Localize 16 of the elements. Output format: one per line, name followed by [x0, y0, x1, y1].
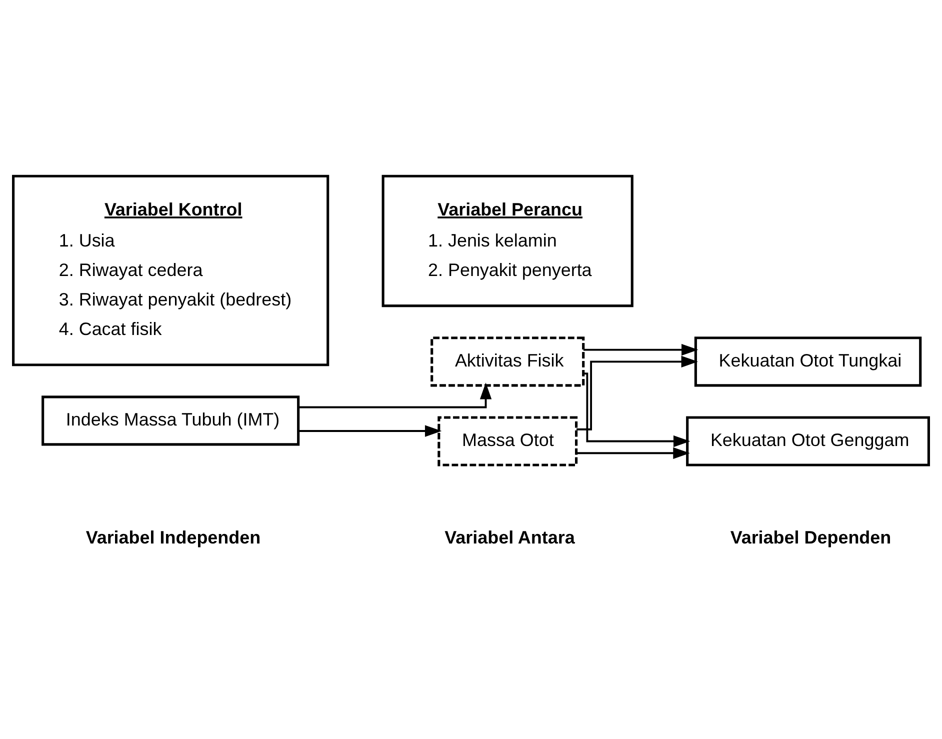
- arrow: [576, 355, 698, 430]
- node-box: Variabel Kontrol 1. Usia 2. Riwayat cedera 3. Riwayat penyakit (bedrest) 4. Cacat fisik: [12, 174, 330, 366]
- node-box: Kekuatan Otot Tungkai: [694, 336, 922, 386]
- node-box: Massa Otot: [438, 416, 578, 466]
- node-box: Variabel Perancu 1. Jenis kelamin 2. Penyakit penyerta: [382, 174, 634, 307]
- node-box: Kekuatan Otot Genggam: [686, 416, 930, 466]
- label: Variabel Independen: [86, 527, 261, 548]
- arrow: [583, 343, 698, 356]
- label: Variabel Antara: [444, 527, 575, 548]
- node-box: Aktivitas Fisik: [430, 336, 585, 386]
- arrow: [576, 446, 690, 458]
- arrow: [583, 372, 690, 447]
- arrow: [298, 424, 442, 436]
- node-box: Indeks Massa Tubuh (IMT): [42, 395, 300, 446]
- arrow: [298, 382, 492, 408]
- label: Variabel Dependen: [730, 527, 892, 548]
